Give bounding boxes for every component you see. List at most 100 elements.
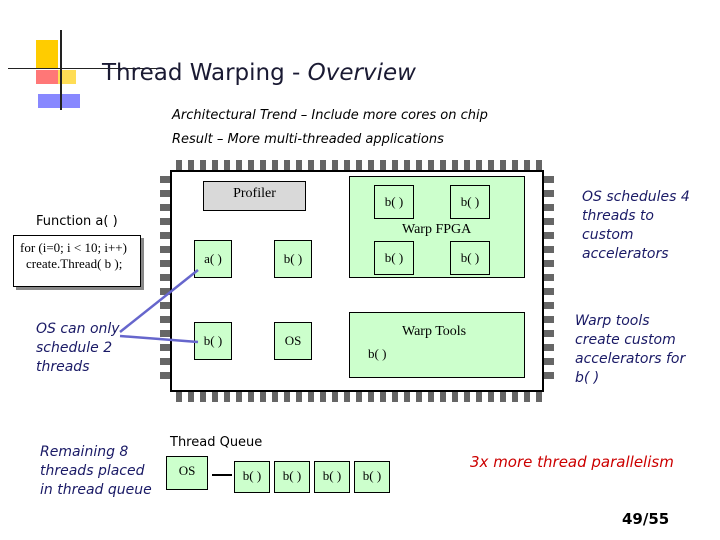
chip-pin xyxy=(200,160,206,170)
chip-pin xyxy=(160,204,170,211)
chip-pin xyxy=(544,316,554,323)
code-line-2: create.Thread( b ); xyxy=(26,256,123,271)
chip-pin xyxy=(160,302,170,309)
chip-pin xyxy=(500,392,506,402)
chip-pin xyxy=(248,160,254,170)
chip-pin xyxy=(544,246,554,253)
chip-pin xyxy=(404,392,410,402)
highlight-parallelism: 3x more thread parallelism xyxy=(470,453,674,471)
queue-os: OS xyxy=(166,456,208,490)
fpga-thread-1: b( ) xyxy=(374,185,414,219)
fpga-thread-4: b( ) xyxy=(450,241,490,275)
chip-pin xyxy=(188,392,194,402)
chip-pin xyxy=(356,392,362,402)
chip-pin xyxy=(236,392,242,402)
chip-pin xyxy=(212,160,218,170)
chip-pin xyxy=(320,160,326,170)
chip-pin xyxy=(512,392,518,402)
chip-pin xyxy=(536,392,542,402)
chip-pin xyxy=(284,392,290,402)
chip-pin xyxy=(544,302,554,309)
page-title: Thread Warping - Overview xyxy=(102,60,416,86)
chip-pin xyxy=(544,176,554,183)
chip-pin xyxy=(200,392,206,402)
chip-pin xyxy=(160,372,170,379)
warp-tools xyxy=(349,312,525,378)
chip-pin xyxy=(440,392,446,402)
chip-pin xyxy=(404,160,410,170)
chip-pin xyxy=(160,316,170,323)
chip-pin xyxy=(260,160,266,170)
chip-pin xyxy=(380,160,386,170)
chip-pin xyxy=(488,392,494,402)
chip-pin xyxy=(544,358,554,365)
thread-queue-label: Thread Queue xyxy=(170,435,263,450)
function-label: Function a( ) xyxy=(36,214,118,229)
chip-pin xyxy=(160,344,170,351)
fpga-thread-2: b( ) xyxy=(450,185,490,219)
chip-pin xyxy=(544,274,554,281)
chip-pin xyxy=(344,392,350,402)
chip-pin xyxy=(284,160,290,170)
chip-pin xyxy=(160,288,170,295)
chip-pin xyxy=(428,160,434,170)
chip-pin xyxy=(320,392,326,402)
chip-pin xyxy=(236,160,242,170)
subtitle-result: Result – More multi-threaded application… xyxy=(172,132,444,147)
chip-pin xyxy=(332,160,338,170)
corner-logo xyxy=(0,0,158,110)
chip-pin xyxy=(160,260,170,267)
chip-pin xyxy=(224,160,230,170)
code-box: for (i=0; i < 10; i++) create.Thread( b … xyxy=(13,235,141,287)
chip-pin xyxy=(160,246,170,253)
chip-pin xyxy=(272,160,278,170)
chip-pin xyxy=(544,190,554,197)
chip-pin xyxy=(544,330,554,337)
chip-pin xyxy=(416,160,422,170)
chip-pin xyxy=(428,392,434,402)
chip-pin xyxy=(416,392,422,402)
core-os: OS xyxy=(274,322,312,360)
chip-pin xyxy=(524,392,530,402)
chip-pin xyxy=(500,160,506,170)
queue-thread-3: b( ) xyxy=(314,461,350,493)
page-number: 49/55 xyxy=(622,510,670,528)
chip-pin xyxy=(476,392,482,402)
profiler-box: Profiler xyxy=(203,181,306,211)
chip-pin xyxy=(464,160,470,170)
chip-pin xyxy=(464,392,470,402)
chip-pin xyxy=(544,288,554,295)
chip-pin xyxy=(344,160,350,170)
chip-pin xyxy=(536,160,542,170)
chip-pin xyxy=(392,160,398,170)
chip-pin xyxy=(308,392,314,402)
chip-pin xyxy=(368,160,374,170)
core-b-1: b( ) xyxy=(274,240,312,278)
code-line-1: for (i=0; i < 10; i++) xyxy=(20,240,127,255)
chip-pin xyxy=(356,160,362,170)
queue-thread-1: b( ) xyxy=(234,461,270,493)
chip-pin xyxy=(260,392,266,402)
chip-pin xyxy=(224,392,230,402)
chip-pin xyxy=(524,160,530,170)
chip-pin xyxy=(160,358,170,365)
warp-tools-thread: b( ) xyxy=(368,346,387,361)
chip-pin xyxy=(308,160,314,170)
chip-pin xyxy=(160,274,170,281)
warp-fpga-label: Warp FPGA xyxy=(402,222,472,237)
chip-pin xyxy=(544,260,554,267)
chip-pin xyxy=(160,218,170,225)
chip-pin xyxy=(160,176,170,183)
chip-pin xyxy=(176,392,182,402)
queue-thread-4: b( ) xyxy=(354,461,390,493)
chip-pin xyxy=(452,392,458,402)
core-b-2: b( ) xyxy=(194,322,232,360)
chip-pin xyxy=(440,160,446,170)
chip-pin xyxy=(452,160,458,170)
chip-pin xyxy=(512,160,518,170)
chip-pin xyxy=(160,190,170,197)
